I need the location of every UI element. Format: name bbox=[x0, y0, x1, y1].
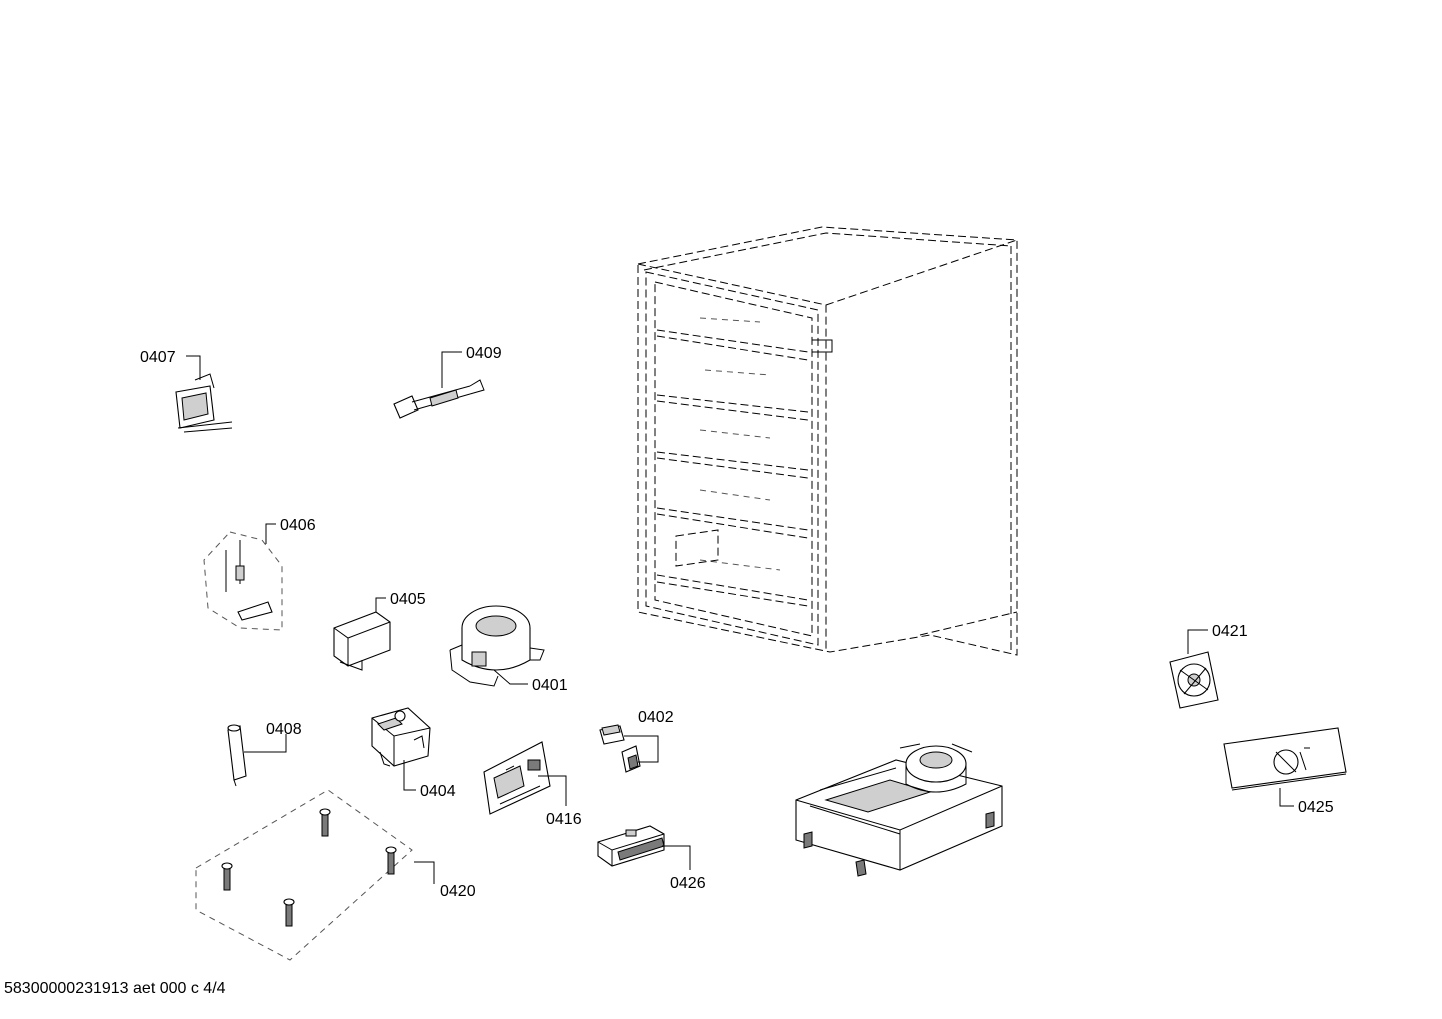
cabinet-housing[interactable] bbox=[637, 226, 1018, 656]
document-code: 58300000231913 aet 000 c 4/4 bbox=[4, 980, 226, 997]
part-0408-filter-tube[interactable] bbox=[227, 724, 247, 787]
part-0425-disposal-label[interactable] bbox=[1223, 727, 1347, 791]
leader-0426 bbox=[662, 845, 691, 870]
label-0416: 0416 bbox=[546, 811, 582, 828]
leader-0420 bbox=[414, 861, 435, 884]
label-0406: 0406 bbox=[280, 517, 316, 534]
part-0409-sensor-cable[interactable] bbox=[393, 379, 485, 419]
label-0421: 0421 bbox=[1212, 623, 1248, 640]
cabinet-shelves bbox=[656, 317, 809, 607]
leader-0401 bbox=[493, 669, 528, 685]
part-0420-screw-set[interactable] bbox=[195, 789, 413, 961]
label-0408: 0408 bbox=[266, 721, 302, 738]
part-0401-compressor[interactable] bbox=[449, 605, 545, 687]
leader-0404 bbox=[403, 760, 416, 791]
label-0409: 0409 bbox=[466, 345, 502, 362]
label-0425: 0425 bbox=[1298, 799, 1334, 816]
part-0426-hinge[interactable] bbox=[597, 825, 665, 867]
leader-0405 bbox=[375, 597, 386, 612]
label-0402: 0402 bbox=[638, 709, 674, 726]
machine-base-assembly[interactable] bbox=[795, 743, 1003, 877]
leader-0421 bbox=[1187, 629, 1208, 654]
leader-0408 bbox=[244, 734, 287, 753]
label-0407: 0407 bbox=[140, 349, 176, 366]
leader-0416 bbox=[538, 775, 567, 806]
label-0401: 0401 bbox=[532, 677, 568, 694]
screw bbox=[385, 846, 397, 875]
part-0402-clip[interactable] bbox=[599, 724, 641, 773]
label-0405: 0405 bbox=[390, 591, 426, 608]
screw bbox=[283, 898, 295, 927]
part-0406-hardware-kit[interactable] bbox=[203, 531, 283, 631]
screw bbox=[221, 862, 233, 891]
leader-0409 bbox=[441, 351, 462, 388]
leader-0406 bbox=[265, 523, 276, 544]
leader-0407 bbox=[186, 355, 201, 380]
part-0405-capacitor-box[interactable] bbox=[333, 611, 391, 671]
label-0404: 0404 bbox=[420, 783, 456, 800]
label-0426: 0426 bbox=[670, 875, 706, 892]
leader-0425 bbox=[1279, 788, 1294, 807]
part-0407-bracket[interactable] bbox=[175, 373, 233, 433]
leader-0402 bbox=[624, 735, 659, 763]
part-0416-control-board[interactable] bbox=[483, 741, 551, 815]
label-0420: 0420 bbox=[440, 883, 476, 900]
part-0421-fan[interactable] bbox=[1169, 651, 1219, 709]
part-0404-relay-starter[interactable] bbox=[371, 707, 431, 767]
screw bbox=[319, 808, 331, 837]
